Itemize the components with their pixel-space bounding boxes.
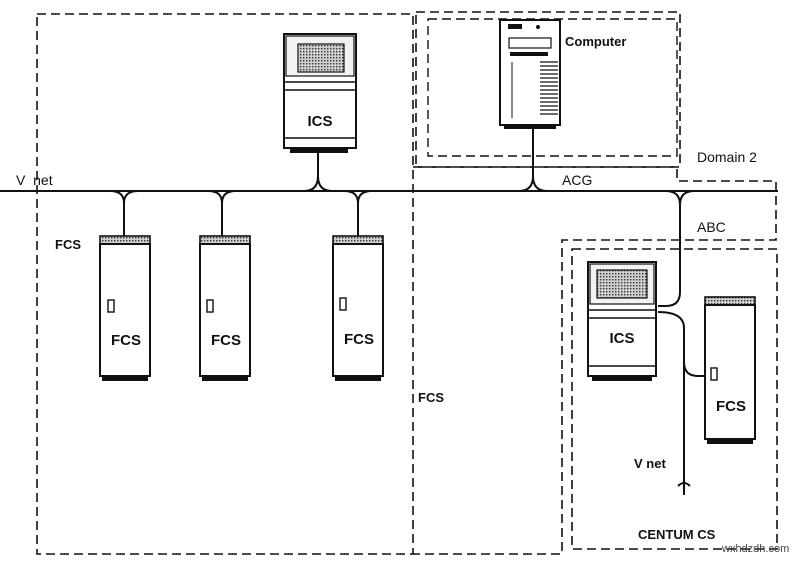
computer-label: Computer (565, 34, 626, 49)
watermark: wxhdzdh.com (721, 543, 789, 555)
centum-boundary (571, 248, 778, 550)
fcs-2-label: FCS (211, 332, 241, 349)
fcs-cabinet-centum: FCS (704, 296, 756, 444)
ics-main-label: ICS (307, 113, 332, 130)
fcs-tag-label: FCS (55, 237, 81, 252)
computer-tower (499, 19, 561, 129)
domain-2-boundary (413, 166, 777, 555)
fcs-domain-label: FCS (418, 390, 444, 405)
vnet-main-label: V net (16, 172, 53, 188)
fcs-cabinet-2: FCS (199, 235, 251, 381)
ics-centum-label: ICS (609, 330, 634, 347)
fcs-1-label: FCS (111, 332, 141, 349)
vnet-centum-label: V net (634, 456, 666, 471)
fcs-cabinet-3: FCS (332, 235, 384, 381)
acg-label: ACG (562, 172, 592, 188)
ics-station-centum: ICS (587, 261, 657, 381)
fcs-domain-boundary (36, 13, 414, 555)
vnet-bus (0, 128, 778, 495)
ics-station-main: ICS (283, 33, 357, 153)
centum-label: CENTUM CS (638, 527, 716, 542)
abc-label: ABC (697, 219, 726, 235)
domain-2-label: Domain 2 (697, 149, 757, 165)
fcs-3-label: FCS (344, 331, 374, 348)
computer-inner-boundary (427, 18, 678, 157)
fcs-centum-label: FCS (716, 398, 746, 415)
fcs-cabinet-1: FCS (99, 235, 151, 381)
